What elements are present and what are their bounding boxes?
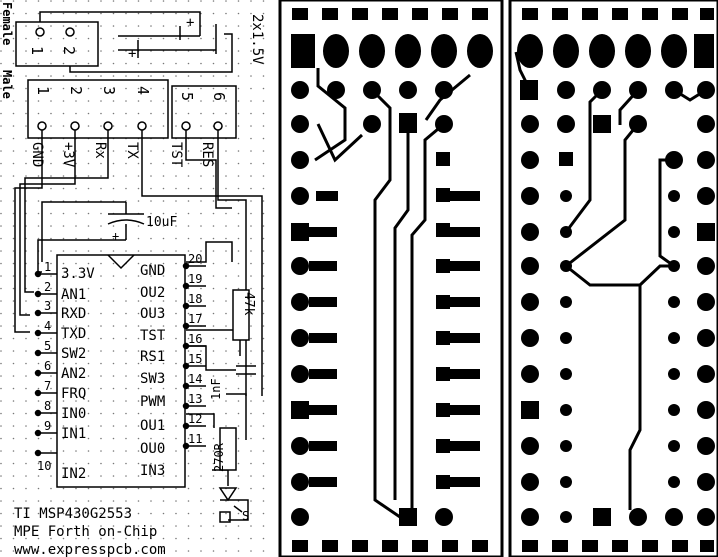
connector-side-label: Female Male	[0, 2, 14, 99]
chip-left-pin-name: SW2	[61, 346, 86, 362]
signal-tst-label: TST	[168, 142, 184, 168]
capacitor-small-label: 1nF	[209, 378, 223, 400]
resistor-top-label: 47k	[241, 292, 256, 316]
resistor-top-symbol	[232, 289, 250, 341]
male-label: Male	[0, 70, 14, 99]
wiring	[14, 130, 263, 521]
signal-res-label: RES	[199, 142, 215, 167]
chip-left-pin-num: 3	[44, 299, 51, 313]
chip-left-pin-name: AN1	[61, 287, 86, 303]
capacitor-main-symbol	[107, 202, 145, 240]
chip-right-pin-name: GND	[140, 263, 165, 279]
chip-right-pin-num: 20	[188, 252, 202, 266]
top-connector-pads	[291, 34, 493, 133]
chip-right-pin-name: PWM	[140, 394, 165, 410]
battery-plus-b: +	[128, 46, 136, 62]
resistor-bottom-label: 270R	[212, 442, 226, 472]
female-label: Female	[0, 2, 14, 45]
resistor-bottom-symbol	[219, 427, 237, 471]
pcb-top-layer	[278, 0, 504, 557]
aux-connector-pin-6: 6	[210, 92, 228, 101]
chip-right-pin-name: TST	[140, 328, 166, 344]
credit-line-3: www.expresspcb.com	[14, 542, 166, 557]
switch-label: S	[242, 509, 249, 523]
signal-3v-label: +3V	[60, 142, 76, 168]
chip-left-pin-num: 7	[44, 379, 51, 393]
chip-right-pin-name: SW3	[140, 371, 165, 387]
main-connector-pin-3: 3	[100, 86, 118, 95]
chip-right-pin-name: IN3	[140, 463, 165, 479]
chip-right-pin-num: 18	[188, 292, 202, 306]
battery-connector-pin-2: 2	[60, 46, 78, 55]
battery-connector	[15, 21, 99, 67]
bottom-traces	[514, 51, 707, 510]
chip-left-pin-num: 1	[44, 260, 51, 274]
battery-connector-pin-1: 1	[28, 46, 46, 55]
bottom-edge-pads	[522, 8, 714, 552]
credit-line-2: MPE Forth on-Chip	[14, 524, 157, 540]
main-connector-pin-1: 1	[34, 86, 52, 95]
chip-right-pin-num: 19	[188, 272, 202, 286]
chip-right-pin-num: 15	[188, 352, 202, 366]
chip-right-pin-name: OU3	[140, 306, 165, 322]
chip-right-pin-num: 13	[188, 392, 202, 406]
signal-tx-label: TX	[124, 142, 140, 159]
main-connector-pin-4: 4	[134, 86, 152, 95]
chip-right-pin-num: 16	[188, 332, 202, 346]
signal-gnd-label: GND	[29, 142, 45, 167]
bottom-chip-pads	[521, 151, 715, 526]
capacitor-main-label: 10uF	[146, 215, 177, 230]
chip-left-pin-num: 9	[44, 419, 51, 433]
chip-left-pin-name: FRQ	[61, 386, 86, 402]
chip-left-pin-name: IN1	[61, 426, 86, 442]
capacitor-main-plus: +	[112, 229, 119, 243]
chip-left-pin-num: 10	[37, 459, 51, 473]
chip-left-pin-name: IN0	[61, 406, 86, 422]
battery-symbol	[39, 11, 233, 73]
chip-right-pin-name: RS1	[140, 349, 165, 365]
main-connector-pin-2: 2	[67, 86, 85, 95]
chip-left-pin-name: RXD	[61, 306, 86, 322]
chip-right-pin-name: OU0	[140, 441, 165, 457]
chip-left-pin-name: TXD	[61, 326, 86, 342]
chip-right-pin-name: OU1	[140, 418, 165, 434]
chip-left-pin-stubs	[34, 270, 57, 457]
battery-label: 2x1.5V	[249, 14, 265, 65]
chip-right-pin-num: 17	[188, 312, 202, 326]
top-traces	[314, 68, 471, 519]
svg-text:Female: Female	[0, 2, 14, 45]
battery-plus-a: +	[186, 15, 194, 31]
chip-left-pin-num: 6	[44, 359, 51, 373]
svg-text:Male: Male	[0, 70, 14, 99]
chip-left-pin-num: 5	[44, 339, 51, 353]
chip-right-pin-num: 12	[188, 412, 202, 426]
chip-left-pin-name: 3.3V	[61, 266, 95, 282]
top-chip-pads	[291, 151, 480, 526]
chip-body	[56, 254, 186, 488]
chip-left-pin-num: 8	[44, 399, 51, 413]
chip-right-pins: GND 20 OU2 19 OU3 18 TST 17 RS1 16 SW3 1…	[140, 252, 202, 479]
chip-left-pin-name: AN2	[61, 366, 86, 382]
switch-symbol	[218, 487, 243, 523]
chip-left-pin-num: 2	[44, 280, 51, 294]
top-edge-pads	[292, 8, 488, 552]
chip-left-pin-name: IN2	[61, 466, 86, 482]
credit-line-1: TI MSP430G2553	[14, 506, 132, 522]
chip-left-pins: 1 3.3V 2 AN1 3 RXD 4 TXD 5 SW2 6 AN2 7 F…	[37, 260, 95, 482]
chip-right-pin-stubs	[182, 262, 206, 450]
pcb-bottom-layer	[508, 0, 718, 557]
aux-connector-pin-5: 5	[178, 92, 196, 101]
signal-rx-label: Rx	[92, 142, 108, 159]
schematic-panel: Female Male 1 2 + + 2x1.5V	[0, 0, 275, 557]
capacitor-small-symbol	[236, 365, 256, 375]
chip-right-pin-num: 14	[188, 372, 202, 386]
chip-right-pin-name: OU2	[140, 285, 165, 301]
chip-right-pin-num: 11	[188, 432, 202, 446]
chip-left-pin-num: 4	[44, 319, 51, 333]
grid-background	[0, 0, 275, 557]
